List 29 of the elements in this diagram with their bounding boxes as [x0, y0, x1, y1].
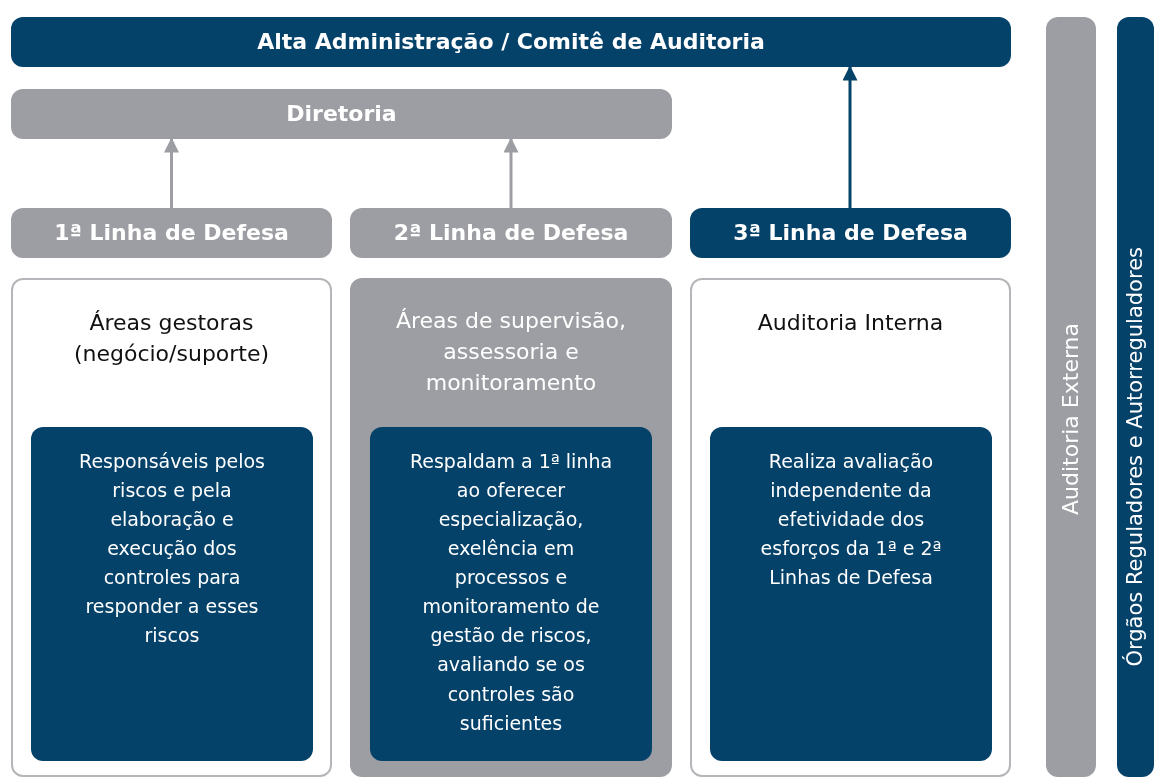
header-bar [350, 208, 672, 258]
header-bar [690, 208, 1011, 258]
header-bar [11, 17, 1011, 67]
description-box [710, 427, 992, 761]
panel-card [350, 278, 672, 777]
heading-text: Áreas gestoras (negócio/suporte) [72, 309, 271, 368]
heading-text: Alta Administração / Comitê de Auditoria [257, 27, 765, 56]
heading-text: Auditoria Externa [1056, 323, 1084, 515]
heading-text: 1ª Linha de Defesa [54, 218, 289, 247]
heading-text: Diretoria [286, 99, 397, 128]
arrow [164, 137, 179, 208]
header-bar [11, 208, 332, 258]
description-box [31, 427, 313, 761]
panel-card [11, 278, 332, 777]
heading-text: 3ª Linha de Defesa [733, 218, 968, 247]
heading-text: Órgãos Reguladores e Autorreguladores [1121, 247, 1148, 667]
heading-text: Auditoria Interna [757, 309, 944, 337]
side-bar [1117, 17, 1154, 777]
side-bar [1046, 17, 1096, 777]
description-text: Respaldam a 1ª linha ao oferecer especialização, exelência em processos e monitoramento de gestão de riscos, avaliando se os controles são suficientes [408, 449, 614, 736]
heading-text: Áreas de supervisão, assessoria e monitoramento [394, 307, 628, 397]
arrow [503, 137, 519, 208]
arrow [842, 65, 858, 208]
description-text: Responsáveis pelos riscos e pela elaboração e execução dos controles para responder a esses riscos [78, 449, 266, 649]
header-bar [11, 89, 672, 139]
description-text: Realiza avaliação independente da efetividade dos esforços da 1ª e 2ª Linhas de Defesa [759, 449, 943, 591]
description-box [370, 427, 652, 761]
panel-card [690, 278, 1011, 777]
heading-text: 2ª Linha de Defesa [393, 218, 629, 247]
